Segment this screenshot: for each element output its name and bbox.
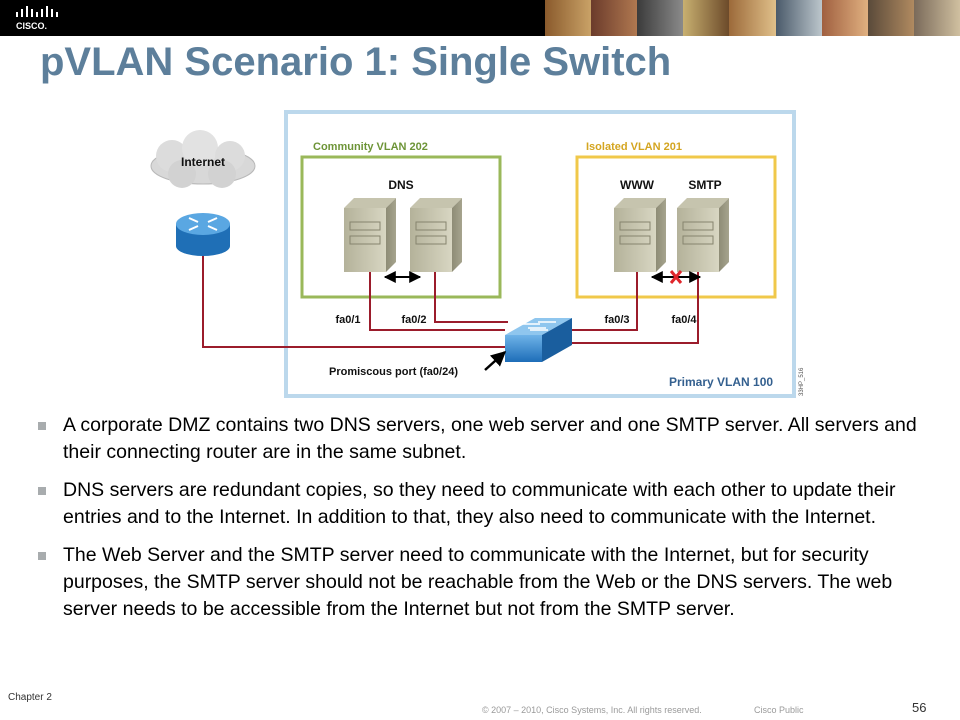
dns-server-2-icon (410, 198, 462, 272)
slide-title: pVLAN Scenario 1: Single Switch (40, 40, 672, 84)
bullet-square-icon (38, 422, 46, 430)
bullet-square-icon (38, 552, 46, 560)
smtp-server-icon (677, 198, 729, 272)
internet-cloud (150, 130, 256, 188)
promiscuous-pointer-arrow (484, 350, 507, 371)
internet-label: Internet (181, 155, 225, 169)
smtp-label: SMTP (688, 178, 721, 192)
bullet-text: DNS servers are redundant copies, so the… (63, 479, 896, 528)
primary-vlan-box (284, 110, 796, 398)
port-fa03-label: fa0/3 (604, 314, 629, 326)
switch-icon (505, 318, 572, 362)
isolated-vlan-box (575, 155, 777, 299)
bullet-text: A corporate DMZ contains two DNS servers… (63, 414, 917, 463)
header-photo-strip (545, 0, 960, 36)
port-fa02-label: fa0/2 (401, 314, 426, 326)
promiscuous-port-label: Promiscous port (fa0/24) (329, 366, 458, 378)
dns-server-1-icon (344, 198, 396, 272)
figure-code: 33HP_516 (799, 367, 805, 396)
bullet-item: A corporate DMZ contains two DNS servers… (38, 412, 918, 466)
bullet-item: The Web Server and the SMTP server need … (38, 542, 918, 623)
community-vlan-box (300, 155, 502, 299)
bullet-item: DNS servers are redundant copies, so the… (38, 477, 918, 531)
primary-vlan-label: Primary VLAN 100 (669, 375, 773, 389)
svg-text:CISCO.: CISCO. (16, 21, 47, 31)
page-number: 56 (912, 700, 927, 715)
footer-classification: Cisco Public (754, 705, 804, 715)
network-links (202, 250, 699, 348)
www-label: WWW (620, 178, 655, 192)
cisco-logo: CISCO. (16, 6, 58, 31)
bullet-text: The Web Server and the SMTP server need … (63, 544, 893, 620)
community-vlan-label: Community VLAN 202 (313, 141, 428, 153)
bullet-list: A corporate DMZ contains two DNS servers… (38, 412, 918, 634)
dns-label: DNS (388, 178, 413, 192)
bullet-square-icon (38, 487, 46, 495)
port-fa04-label: fa0/4 (671, 314, 697, 326)
footer-chapter: Chapter 2 (8, 692, 52, 703)
footer-copyright: © 2007 – 2010, Cisco Systems, Inc. All r… (482, 705, 702, 715)
blocked-x-icon (669, 270, 683, 284)
port-fa01-label: fa0/1 (335, 314, 360, 326)
isolated-vlan-label: Isolated VLAN 201 (586, 141, 682, 153)
www-server-icon (614, 198, 666, 272)
header-bar: CISCO. (0, 0, 960, 36)
router-icon (176, 213, 230, 256)
